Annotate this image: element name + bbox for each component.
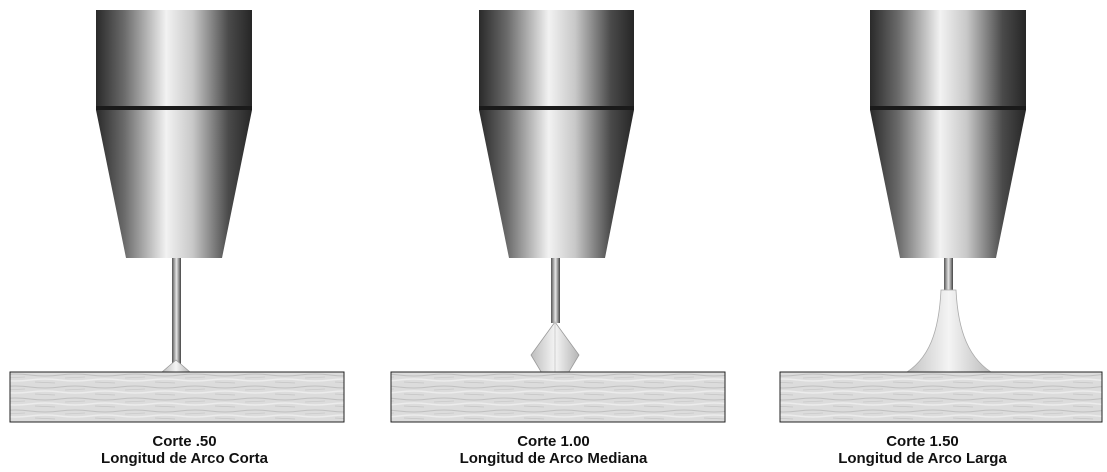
arc-long: [901, 289, 997, 376]
panel-medium-arc: Corte 1.00 Longitud de Arco Mediana: [369, 0, 738, 472]
caption-title: Corte 1.50: [886, 433, 959, 450]
workpiece-plate: [779, 371, 1103, 423]
caption-subtitle: Longitud de Arco Mediana: [459, 450, 648, 467]
torch-nozzle: [870, 110, 1026, 258]
caption-subtitle: Longitud de Arco Larga: [838, 450, 1007, 467]
workpiece-plate: [390, 371, 726, 423]
torch-illustration-medium: [390, 10, 726, 423]
torch-illustration-long: [779, 10, 1103, 423]
torch-upper-body: [479, 10, 634, 108]
electrode: [172, 258, 181, 364]
caption-title: Corte 1.00: [517, 433, 590, 450]
caption-subtitle: Longitud de Arco Corta: [101, 450, 268, 467]
electrode: [944, 258, 953, 290]
torch-collar-line: [870, 106, 1026, 110]
workpiece-plate: [9, 371, 345, 423]
torch-nozzle: [96, 110, 252, 258]
torch-illustration-short: [9, 10, 345, 423]
torch-collar-line: [96, 106, 252, 110]
panel-short-arc: Corte .50 Longitud de Arco Corta: [0, 0, 369, 472]
torch-nozzle: [479, 110, 634, 258]
panel-long-arc: Corte 1.50 Longitud de Arco Larga: [738, 0, 1107, 472]
electrode: [551, 258, 560, 323]
torch-collar-line: [479, 106, 634, 110]
caption-title: Corte .50: [152, 433, 217, 450]
torch-upper-body: [870, 10, 1026, 108]
torch-upper-body: [96, 10, 252, 108]
